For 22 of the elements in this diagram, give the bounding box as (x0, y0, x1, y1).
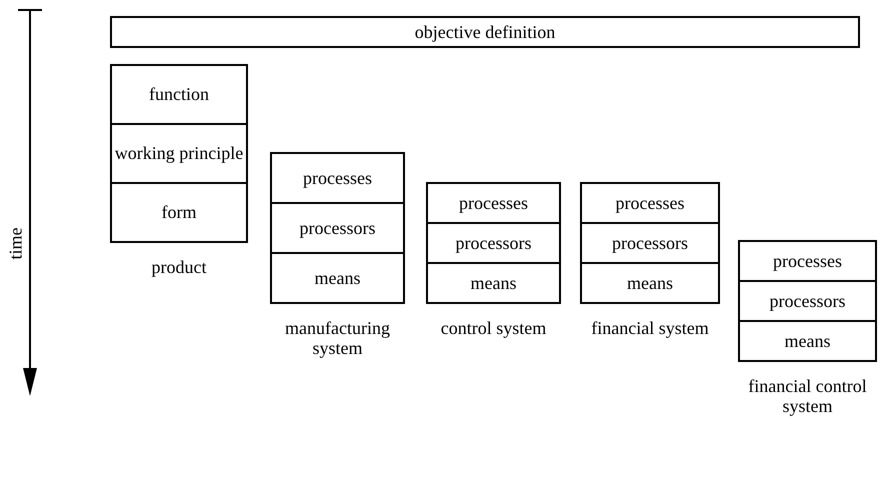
stack-cell: means (426, 262, 561, 304)
stack-cell: function (110, 64, 248, 125)
stack-cell: means (270, 252, 405, 304)
column-caption: financial control system (747, 376, 868, 416)
stack-cell: processors (580, 222, 720, 264)
stack-cell: processes (426, 182, 561, 224)
stack-cell: form (110, 182, 248, 243)
stack-cell: working principle (110, 123, 248, 184)
stack-cell: means (738, 320, 877, 362)
column-caption: manufacturing system (284, 318, 391, 358)
axis-label: time (6, 226, 26, 262)
stack-cell: processors (738, 280, 877, 322)
column-caption: product (150, 257, 208, 277)
stack-cell: processes (270, 152, 405, 204)
stack-cell: processors (270, 202, 405, 254)
stack-cell: processors (426, 222, 561, 264)
column-caption: financial system (590, 318, 710, 338)
stack-cell: processes (738, 240, 877, 282)
stack-cell: means (580, 262, 720, 304)
column-caption: control system (440, 318, 548, 338)
stack-cell: processes (580, 182, 720, 224)
stage-box: objective definition (110, 16, 860, 48)
